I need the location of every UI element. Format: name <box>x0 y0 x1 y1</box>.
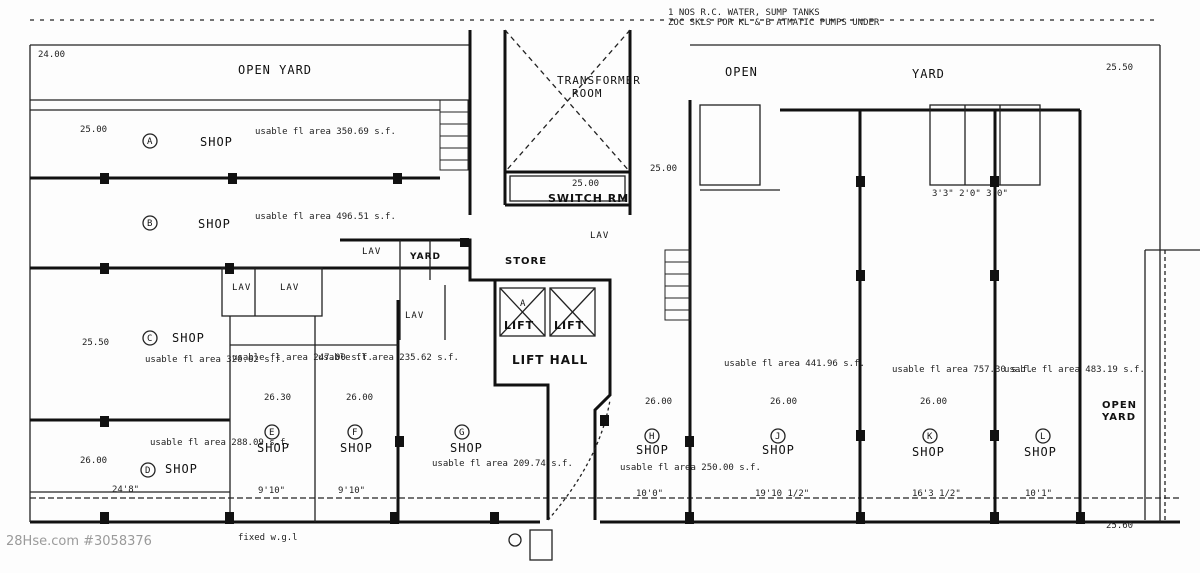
level-mark: 26.00 <box>770 397 797 407</box>
label-store: STORE <box>505 256 547 267</box>
shop-d-letter: D <box>145 466 151 476</box>
level-mark: 26.00 <box>645 397 672 407</box>
label-open-right: OPEN <box>725 65 758 79</box>
shop-d-label: SHOP <box>165 462 198 476</box>
shop-k-label: SHOP <box>912 445 945 459</box>
dimensions: 24'8" 9'10" 9'10" 10'0" 19'10 1/2" 16'3 … <box>30 189 1052 499</box>
label-lav-1: LAV <box>362 247 381 257</box>
shop-k-letter: K <box>927 432 933 442</box>
shop-g-letter: G <box>459 428 465 438</box>
level-mark: 25.50 <box>82 338 109 348</box>
shop-l-label: SHOP <box>1024 445 1057 459</box>
shop-f-letter: F <box>352 428 358 438</box>
shop-h-area: usable fl area 250.00 s.f. <box>620 463 761 473</box>
level-mark: 25.00 <box>572 179 599 189</box>
shop-g-area: usable fl area 209.74 s.f. <box>432 459 573 469</box>
level-mark: 26.00 <box>80 456 107 466</box>
level-mark: 26.30 <box>264 393 291 403</box>
columns <box>100 173 1085 524</box>
label-transformer-room: ROOM <box>572 87 603 100</box>
level-mark: 25.00 <box>80 125 107 135</box>
shop-e-area: usable fl area 247.00 s.f. <box>232 353 373 363</box>
shop-a-letter: A <box>147 137 153 147</box>
shop-c-letter: C <box>147 334 153 344</box>
shop-b-area: usable fl area 496.51 s.f. <box>255 212 396 222</box>
dimension-label: 9'10" <box>258 486 285 496</box>
shop-j-area: usable fl area 441.96 s.f. <box>724 359 865 369</box>
note-pumps: ZOC SKLS FOR KL & B ATMATIC PUMPS UNDER <box>668 18 880 28</box>
north-point-icon <box>508 533 522 547</box>
level-mark: 24.00 <box>38 50 65 60</box>
label-open-far-right: OPEN <box>1102 400 1137 411</box>
shop-k-area: usable fl area 757.30 s.f. <box>892 365 1033 375</box>
shop-l-area: usable fl area 483.19 s.f. <box>1004 365 1145 375</box>
shop-a-label: SHOP <box>200 135 233 149</box>
shop-c-area: usable fl area 320.62 s.f. <box>145 355 286 365</box>
label-yard-right: YARD <box>912 67 945 81</box>
watermark: 28Hse.com #3058376 <box>6 534 152 549</box>
dimension-label: 9'10" <box>338 486 365 496</box>
dimension-label: 19'10 1/2" <box>755 489 809 499</box>
label-lav-3: LAV <box>280 283 299 293</box>
room-labels: OPEN YARD OPEN YARD TRANSFORMER ROOM SWI… <box>232 63 1137 423</box>
shop-h-letter: H <box>649 432 655 442</box>
note-fixed-wall: fixed w.g.l <box>238 533 298 543</box>
dimension-label: 10'1" <box>1025 489 1052 499</box>
label-open-yard-left: OPEN YARD <box>238 63 312 77</box>
shop-e-label: SHOP <box>257 441 290 455</box>
shop-b-letter: B <box>147 219 153 229</box>
label-lav-5: LAV <box>590 231 609 241</box>
shop-labels: A SHOP usable fl area 350.69 s.f. B SHOP… <box>140 127 1145 478</box>
shop-a-area: usable fl area 350.69 s.f. <box>255 127 396 137</box>
shop-e-letter: E <box>269 428 275 438</box>
dimension-label: 3'3" 2'0" 3'0" <box>932 189 1008 199</box>
level-mark: 25.50 <box>1106 63 1133 73</box>
level-mark: 26.00 <box>346 393 373 403</box>
label-switch-room: SWITCH RM <box>548 192 629 205</box>
shop-h-label: SHOP <box>636 443 669 457</box>
label-lav-2: LAV <box>232 283 251 293</box>
shop-f-area: usable fl area 235.62 s.f. <box>318 353 459 363</box>
dimension-label: 24'8" <box>112 485 139 495</box>
level-marks: 24.00 25.00 25.50 26.00 26.30 26.00 26.0… <box>38 50 1133 531</box>
level-mark: 25.00 <box>650 164 677 174</box>
dimension-label: 10'0" <box>636 489 663 499</box>
shop-b-label: SHOP <box>198 217 231 231</box>
note-water-tank: 1 NOS R.C. WATER, SUMP TANKS <box>668 8 820 18</box>
label-yard-far-right: YARD <box>1101 412 1136 423</box>
shop-l-letter: L <box>1040 432 1046 442</box>
shop-j-letter: J <box>775 432 781 442</box>
shop-c-label: SHOP <box>172 331 205 345</box>
label-lift-letter-a: A <box>520 299 526 309</box>
label-yard-small: YARD <box>409 252 441 262</box>
top-notes: 1 NOS R.C. WATER, SUMP TANKS ZOC SKLS FO… <box>668 8 880 28</box>
label-lav-4: LAV <box>405 311 424 321</box>
label-lift-hall: LIFT HALL <box>512 353 588 367</box>
dimension-label: 16'3 1/2" <box>912 489 961 499</box>
shop-d-area: usable fl area 288.09 s.f. <box>150 438 291 448</box>
shop-g-label: SHOP <box>450 441 483 455</box>
entrance-step <box>529 529 553 561</box>
label-lift-a: LIFT <box>504 319 534 332</box>
label-transformer: TRANSFORMER <box>557 74 641 87</box>
level-mark: 26.00 <box>920 397 947 407</box>
shop-j-label: SHOP <box>762 443 795 457</box>
shop-f-label: SHOP <box>340 441 373 455</box>
level-mark: 25.60 <box>1106 521 1133 531</box>
label-lift-b: LIFT <box>554 319 584 332</box>
